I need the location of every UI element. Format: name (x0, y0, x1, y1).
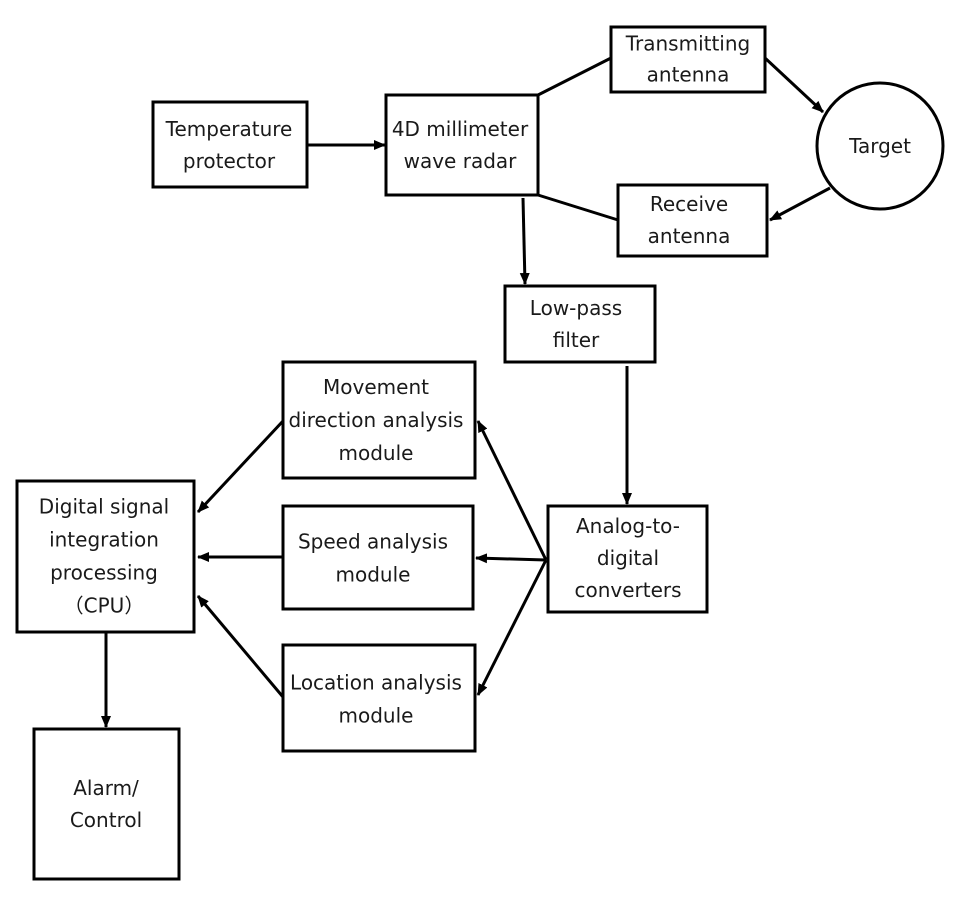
radar-label: 4D millimeter wave radar (392, 117, 529, 173)
edge-radar-to-lowpass (519, 197, 530, 285)
adc-node: Analog-to-digital converters (546, 504, 709, 614)
receive-antenna-label: Receive antenna (648, 192, 731, 248)
label-line: processing (50, 561, 158, 585)
label-line: 4D millimeter (392, 117, 529, 141)
temperature-protector-label: Temperature protector (165, 117, 293, 173)
edge-movement-to-dsp (196, 419, 285, 514)
low-pass-filter-label: Low-pass filter (530, 296, 622, 352)
label-line: module (339, 441, 414, 465)
label-line: （CPU） (64, 594, 145, 618)
label-line: Target (848, 134, 911, 158)
temperature-protector-node: Temperature protector (151, 100, 309, 189)
label-line: wave radar (404, 149, 518, 173)
transmitting-antenna-label: Transmitting antenna (625, 32, 751, 87)
label-line: Temperature (165, 117, 293, 141)
label-line: Alarm/ (73, 776, 139, 800)
label-line: Digital signal (39, 495, 169, 519)
label-line: Control (70, 808, 142, 832)
label-line: Receive (650, 192, 728, 216)
target-node: Target (815, 81, 945, 211)
edge-radar-to-transmitting (537, 56, 612, 97)
label-line: module (336, 563, 411, 587)
adc-label: Analog-to-digital converters (574, 514, 681, 602)
location-analysis-module-label: Location analysis module (290, 671, 462, 728)
receive-antenna-node: Receive antenna (616, 183, 769, 258)
alarm-control-label: Alarm/Control (70, 776, 142, 832)
label-line: Analog-to- (576, 514, 680, 538)
label-line: Transmitting (625, 32, 751, 56)
label-line: antenna (648, 224, 731, 248)
label-line: Location analysis (290, 671, 462, 695)
digital-signal-processing-label: Digital signal integration processing （CPU） (39, 495, 169, 618)
label-line: direction analysis (289, 408, 464, 432)
edge-adc-to-movement (476, 420, 548, 561)
edge-location-to-dsp (196, 595, 285, 698)
movement-direction-module-label: Movement direction analysis module (289, 375, 464, 465)
location-analysis-module-node: Location analysis module (281, 643, 477, 753)
label-line: antenna (647, 63, 730, 87)
edges (101, 56, 831, 728)
label-line: Low-pass (530, 296, 622, 320)
label-line: digital (597, 546, 659, 570)
edge-adc-to-location (476, 559, 548, 696)
label-line: converters (574, 578, 681, 602)
label-line: protector (183, 149, 276, 173)
speed-analysis-module-label: Speed analysis module (298, 530, 448, 587)
label-line: filter (553, 328, 600, 352)
transmitting-antenna-node: Transmitting antenna (609, 25, 767, 94)
radar-node: 4D millimeter wave radar (384, 93, 540, 197)
edge-adc-to-speed (475, 553, 547, 564)
label-line: Speed analysis (298, 530, 448, 554)
label-line: Movement (323, 375, 429, 399)
target-label: Target (848, 134, 911, 158)
label-line: integration (49, 528, 159, 552)
label-line: module (339, 704, 414, 728)
movement-direction-module-node: Movement direction analysis module (281, 360, 477, 480)
digital-signal-processing-node: Digital signal integration processing （CPU） (15, 479, 196, 634)
edge-target-to-receive (769, 186, 831, 222)
alarm-control-node: Alarm/Control (32, 727, 181, 881)
speed-analysis-module-node: Speed analysis module (281, 504, 475, 611)
low-pass-filter-node: Low-pass filter (503, 284, 657, 364)
edge-transmitting-to-target (763, 56, 825, 114)
edge-radar-to-receive (537, 193, 619, 222)
